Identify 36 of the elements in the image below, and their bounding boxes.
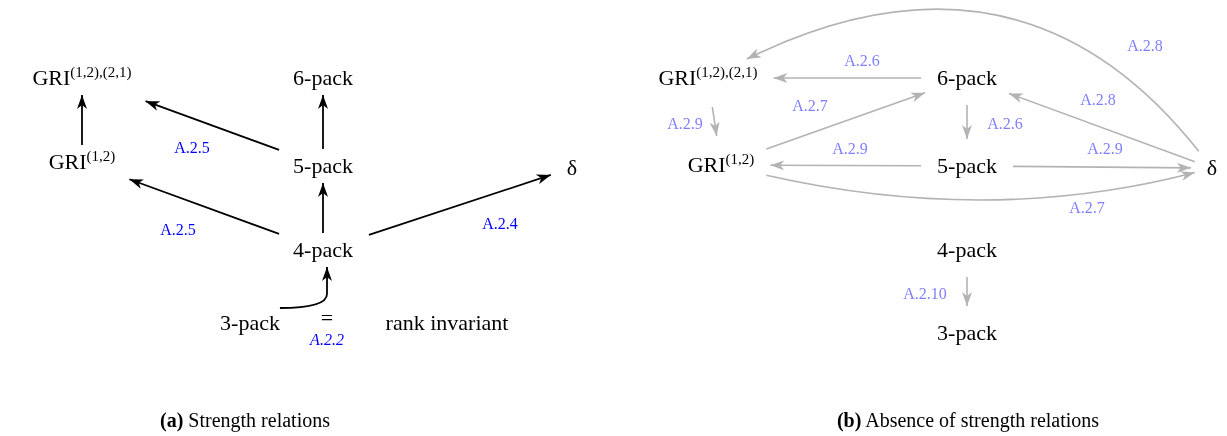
node-label: GRI$^{(1,2),(2,1)}$ bbox=[656, 65, 760, 91]
arrow bbox=[368, 174, 552, 236]
node-label: 3-pack bbox=[935, 320, 999, 346]
node-label: 6-pack bbox=[291, 65, 355, 91]
node-label: GRI$^{(1,2)}$ bbox=[46, 149, 118, 175]
arrow bbox=[318, 94, 328, 150]
node-label: δ bbox=[564, 155, 580, 181]
node-label: GRI$^{(1,2)}$ bbox=[685, 152, 757, 178]
arrow bbox=[962, 104, 972, 140]
arrow bbox=[1012, 162, 1192, 173]
node-label: 4-pack bbox=[291, 237, 355, 263]
arrow bbox=[962, 276, 972, 307]
arrow bbox=[318, 182, 328, 234]
node-label: 6-pack bbox=[935, 65, 999, 91]
arrow bbox=[772, 73, 922, 83]
subfigure-caption: (a) Strength relations bbox=[160, 408, 330, 432]
arrow bbox=[769, 160, 922, 171]
reference-label: A.2.2 bbox=[310, 331, 344, 349]
arrow bbox=[144, 100, 280, 151]
node-label: 5-pack bbox=[291, 153, 355, 179]
node-label: δ bbox=[1204, 155, 1220, 181]
node-label: GRI$^{(1,2),(2,1)}$ bbox=[30, 65, 134, 91]
arrow bbox=[1008, 92, 1196, 163]
arrow bbox=[765, 92, 926, 150]
node-label: rank invariant bbox=[383, 310, 511, 336]
subfigure-caption: (b) Absence of strength relations bbox=[836, 408, 1100, 432]
arrow bbox=[279, 266, 332, 309]
equals-sign: = bbox=[320, 305, 334, 331]
node-label: 5-pack bbox=[935, 153, 999, 179]
node-label: 3-pack bbox=[218, 310, 282, 336]
arrow bbox=[709, 106, 720, 137]
arrow bbox=[745, 8, 1200, 153]
arrow bbox=[765, 170, 1196, 201]
arrow bbox=[77, 94, 87, 146]
node-label: 4-pack bbox=[935, 237, 999, 263]
arrow bbox=[128, 178, 280, 235]
